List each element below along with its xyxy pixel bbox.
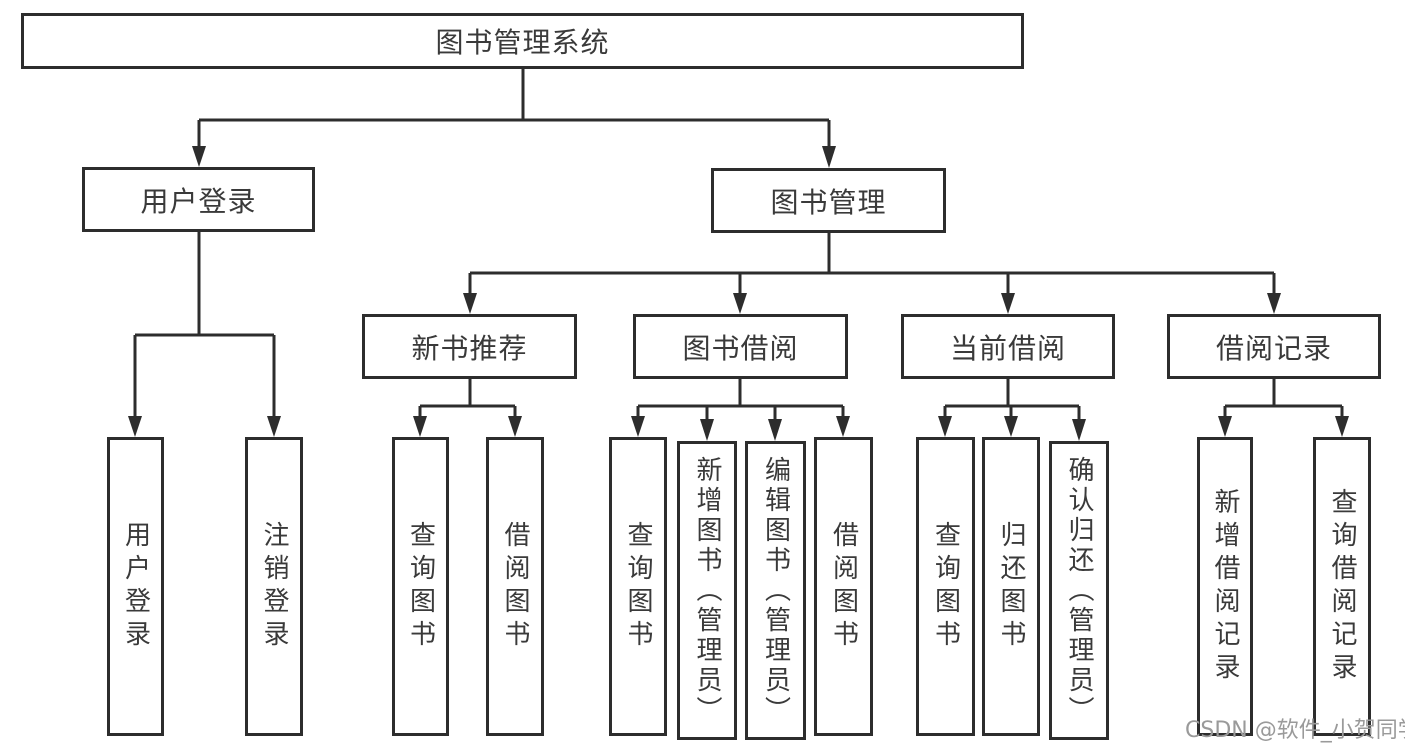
leaf-newbook-query-books-label: 查询图书 bbox=[405, 520, 436, 653]
leaf-current-query-books: 查询图书 bbox=[916, 437, 975, 736]
leaf-user-login-label: 用户登录 bbox=[120, 520, 151, 653]
node-borrowing-records-label: 借阅记录 bbox=[1215, 331, 1332, 365]
leaf-add-books-admin-label: 新增图书（管理员） bbox=[692, 455, 722, 726]
leaf-edit-books-admin: 编辑图书（管理员） bbox=[745, 441, 806, 740]
node-root-system-label: 图书管理系统 bbox=[435, 26, 610, 59]
leaf-add-borrow-record: 新增借阅记录 bbox=[1197, 437, 1253, 736]
node-current-borrowing-label: 当前借阅 bbox=[949, 331, 1066, 365]
leaf-add-books-admin: 新增图书（管理员） bbox=[677, 441, 737, 740]
leaf-confirm-return-admin: 确认归还（管理员） bbox=[1049, 441, 1109, 740]
node-book-borrowing: 图书借阅 bbox=[633, 314, 848, 379]
node-root-system: 图书管理系统 bbox=[21, 13, 1024, 69]
connector-new-book-children bbox=[413, 379, 522, 437]
connector-current-borrowing-children bbox=[938, 379, 1086, 441]
connector-user-login-children bbox=[128, 232, 281, 437]
node-book-management-label: 图书管理 bbox=[770, 185, 887, 219]
node-book-management: 图书管理 bbox=[711, 168, 946, 233]
leaf-newbook-borrow-books-label: 借阅图书 bbox=[500, 520, 530, 653]
leaf-return-books: 归还图书 bbox=[982, 437, 1040, 736]
leaf-borrowing-query-books: 查询图书 bbox=[609, 437, 667, 736]
node-new-book-recommendation-label: 新书推荐 bbox=[411, 331, 528, 365]
node-user-login: 用户登录 bbox=[82, 167, 315, 232]
leaf-return-books-label: 归还图书 bbox=[996, 520, 1026, 653]
connector-book-borrowing-children bbox=[631, 379, 850, 441]
connector-borrow-records-children bbox=[1218, 379, 1349, 437]
node-book-borrowing-label: 图书借阅 bbox=[682, 331, 799, 365]
csdn-watermark: CSDN @软件_小贺同学 bbox=[1185, 718, 1405, 743]
node-borrowing-records: 借阅记录 bbox=[1167, 314, 1381, 379]
connector-book-management-sections bbox=[463, 233, 1281, 314]
leaf-borrowing-borrow-books-label: 借阅图书 bbox=[828, 520, 859, 653]
leaf-query-borrow-record-label: 查询借阅记录 bbox=[1327, 487, 1357, 686]
leaf-borrowing-query-books-label: 查询图书 bbox=[623, 520, 653, 653]
node-new-book-recommendation: 新书推荐 bbox=[362, 314, 577, 379]
node-user-login-label: 用户登录 bbox=[140, 184, 257, 218]
leaf-user-login: 用户登录 bbox=[107, 437, 164, 736]
leaf-confirm-return-admin-label: 确认归还（管理员） bbox=[1064, 455, 1094, 726]
node-current-borrowing: 当前借阅 bbox=[901, 314, 1115, 379]
leaf-borrowing-borrow-books: 借阅图书 bbox=[814, 437, 873, 736]
leaf-logout: 注销登录 bbox=[245, 437, 303, 736]
leaf-logout-label: 注销登录 bbox=[259, 520, 289, 653]
connector-root-to-level2 bbox=[192, 69, 836, 168]
leaf-newbook-borrow-books: 借阅图书 bbox=[486, 437, 544, 736]
leaf-edit-books-admin-label: 编辑图书（管理员） bbox=[760, 455, 791, 726]
leaf-query-borrow-record: 查询借阅记录 bbox=[1313, 437, 1371, 736]
leaf-add-borrow-record-label: 新增借阅记录 bbox=[1210, 487, 1240, 686]
leaf-newbook-query-books: 查询图书 bbox=[392, 437, 449, 736]
leaf-current-query-books-label: 查询图书 bbox=[930, 520, 961, 653]
